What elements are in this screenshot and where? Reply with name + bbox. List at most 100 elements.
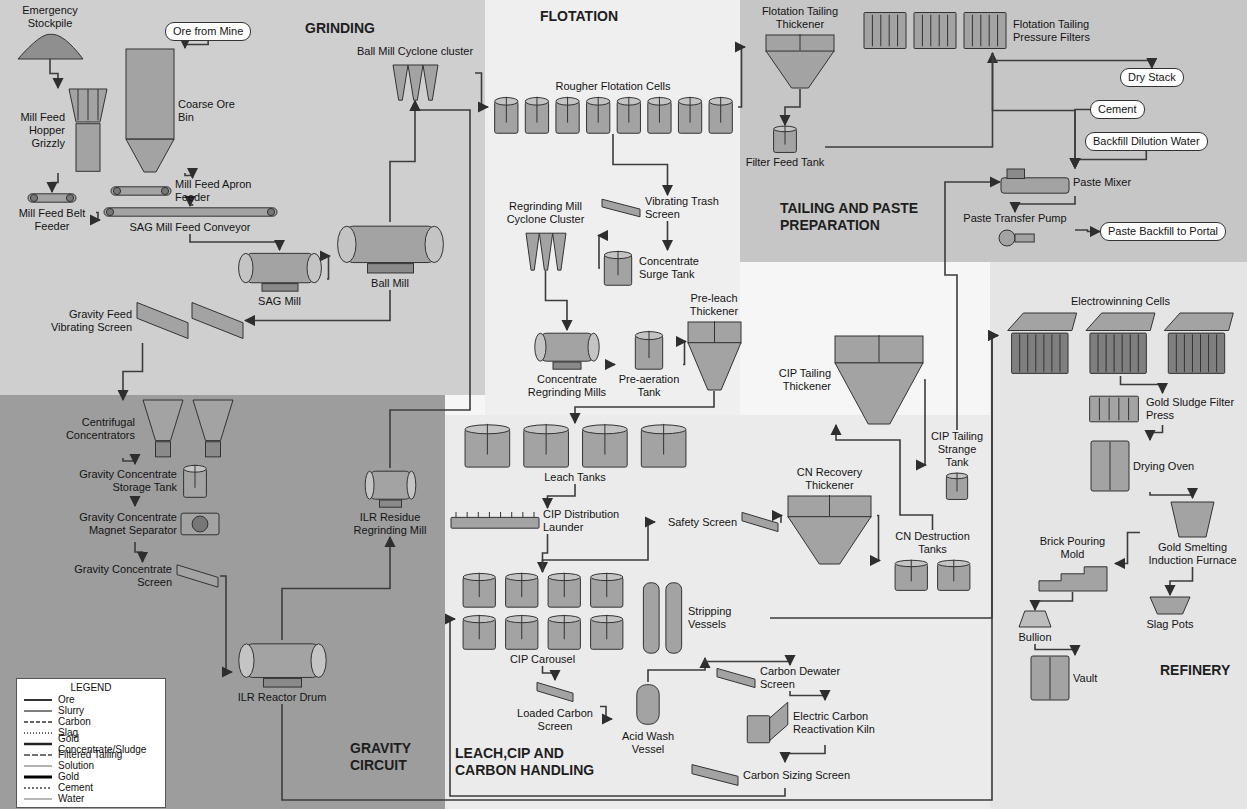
equipment-label: CN Destruction Tanks (880, 530, 985, 556)
icon-shape (28, 194, 76, 202)
flow-line (825, 53, 993, 147)
equipment-label: Gold Sludge Filter Press (1146, 396, 1235, 422)
legend-entry: Solution (23, 760, 159, 771)
equipment-icon (770, 125, 800, 153)
flow-line (123, 343, 143, 400)
equipment-label: Paste Transfer Pump (963, 212, 1066, 225)
icon-shape (788, 495, 871, 564)
equipment-node: CN Destruction Tanks (880, 530, 985, 591)
icon-shape (18, 34, 83, 59)
legend-entry: Carbon (23, 716, 159, 727)
equipment-label: CN Recovery Thickener (782, 466, 877, 492)
icon-shape (1091, 441, 1129, 491)
icon-shape (111, 187, 171, 195)
flow-line (543, 666, 556, 680)
process-area: REFINERYElectrowinning CellsGold Sludge … (990, 262, 1247, 809)
icon-shape (537, 682, 573, 701)
equipment-label: Gold Smelting Induction Furnace (1140, 541, 1245, 567)
process-area: FLOTATIONRougher Flotation CellsRegrindi… (485, 0, 740, 415)
icon-shape (1001, 169, 1069, 193)
legend-line-sample (23, 729, 53, 737)
flow-line (993, 53, 1152, 68)
flow-line (575, 391, 714, 423)
equipment-node: Vibrating Trash Screen (600, 195, 735, 221)
equipment-label: Brick Pouring Mold (1030, 535, 1115, 561)
equipment-node: ILR Residue Regrinding Mill (340, 468, 440, 537)
area-title: GRINDING (305, 20, 425, 37)
equipment-node: Concentrate Regrinding Mills (522, 330, 612, 399)
equipment-label: Gravity Concentrate Magnet Separator (55, 511, 177, 537)
equipment-icon (1003, 311, 1238, 376)
equipment-icon (740, 510, 780, 534)
equipment-label: Coarse Ore Bin (178, 98, 240, 124)
equipment-icon (631, 330, 667, 370)
terminal-label: Dry Stack (1128, 71, 1176, 84)
equipment-label: SAG Mill Feed Conveyor (129, 221, 250, 234)
flow-line (1015, 196, 1075, 212)
equipment-node: Brick Pouring Mold (1030, 535, 1115, 592)
equipment-label: CIP Carousel (510, 653, 575, 666)
flow-line (1035, 644, 1075, 655)
equipment-node: Gravity Concentrate Screen (65, 562, 220, 590)
legend-label: Solution (58, 760, 94, 771)
flow-line (738, 47, 745, 107)
equipment-node: Gold Sludge Filter Press (1085, 393, 1240, 425)
equipment-icon (491, 96, 736, 134)
equipment-icon (110, 185, 172, 197)
equipment-label: SAG Mill (258, 295, 301, 308)
equipment-icon (393, 61, 438, 101)
equipment-label: Safety Screen (668, 516, 737, 529)
icon-shape (451, 512, 539, 528)
legend-entry: Ore (23, 694, 159, 705)
terminal-label: Cement (1098, 103, 1137, 116)
flow-line (683, 342, 686, 365)
legend-line-sample (23, 795, 53, 803)
flow-line (185, 173, 193, 178)
equipment-node: Leach Tanks (455, 423, 695, 484)
legend-label: Ore (58, 694, 75, 705)
equipment-icon (458, 572, 628, 650)
terminal-box: Ore from Mine (165, 22, 251, 41)
flow-line (924, 380, 926, 465)
icon-shape (604, 251, 631, 286)
equipment-icon (890, 559, 975, 591)
equipment-node: Paste Mixer (1000, 168, 1150, 196)
equipment-node: Loaded Carbon Screen (510, 680, 600, 733)
flow-line (648, 658, 705, 682)
icon-shape (126, 49, 174, 172)
legend-line-sample (23, 762, 53, 770)
equipment-node: Centrifugal Concentrators (8, 400, 238, 458)
equipment-icon (180, 506, 220, 542)
process-area: TAILING AND PASTE PREPARATIONFlotation T… (740, 0, 1247, 262)
equipment-icon (458, 423, 693, 468)
legend-label: Cement (58, 782, 93, 793)
flow-line (790, 691, 825, 700)
flow-line (1115, 533, 1140, 564)
equipment-icon (68, 88, 108, 173)
flow-line (220, 576, 232, 672)
equipment-node: Electrowinning Cells (998, 295, 1243, 376)
legend-line-sample (23, 784, 53, 792)
equipment-icon (600, 197, 642, 219)
equipment-label: Emergency Stockpile (10, 4, 90, 30)
flow-line (993, 53, 1076, 168)
icon-shape (688, 321, 741, 390)
equipment-label: Stripping Vessels (688, 605, 765, 631)
equipment-node: Filter Feed Tank (745, 125, 825, 169)
legend-entry: Cement (23, 782, 159, 793)
legend-line-sample (23, 751, 53, 759)
equipment-label: Carbon Dewater Screen (760, 665, 860, 691)
flow-line (543, 534, 548, 572)
flow-line (1170, 567, 1193, 595)
legend-entry: Slurry (23, 705, 159, 716)
equipment-label: Bullion (1018, 631, 1051, 644)
equipment-icon (834, 335, 924, 425)
equipment-label: Leach Tanks (544, 471, 606, 484)
equipment-icon (532, 330, 602, 370)
equipment-node: Emergency Stockpile (10, 4, 90, 59)
flow-line (52, 173, 58, 192)
flow-line (600, 707, 612, 720)
equipment-icon (333, 222, 448, 274)
flow-line (1075, 230, 1100, 232)
